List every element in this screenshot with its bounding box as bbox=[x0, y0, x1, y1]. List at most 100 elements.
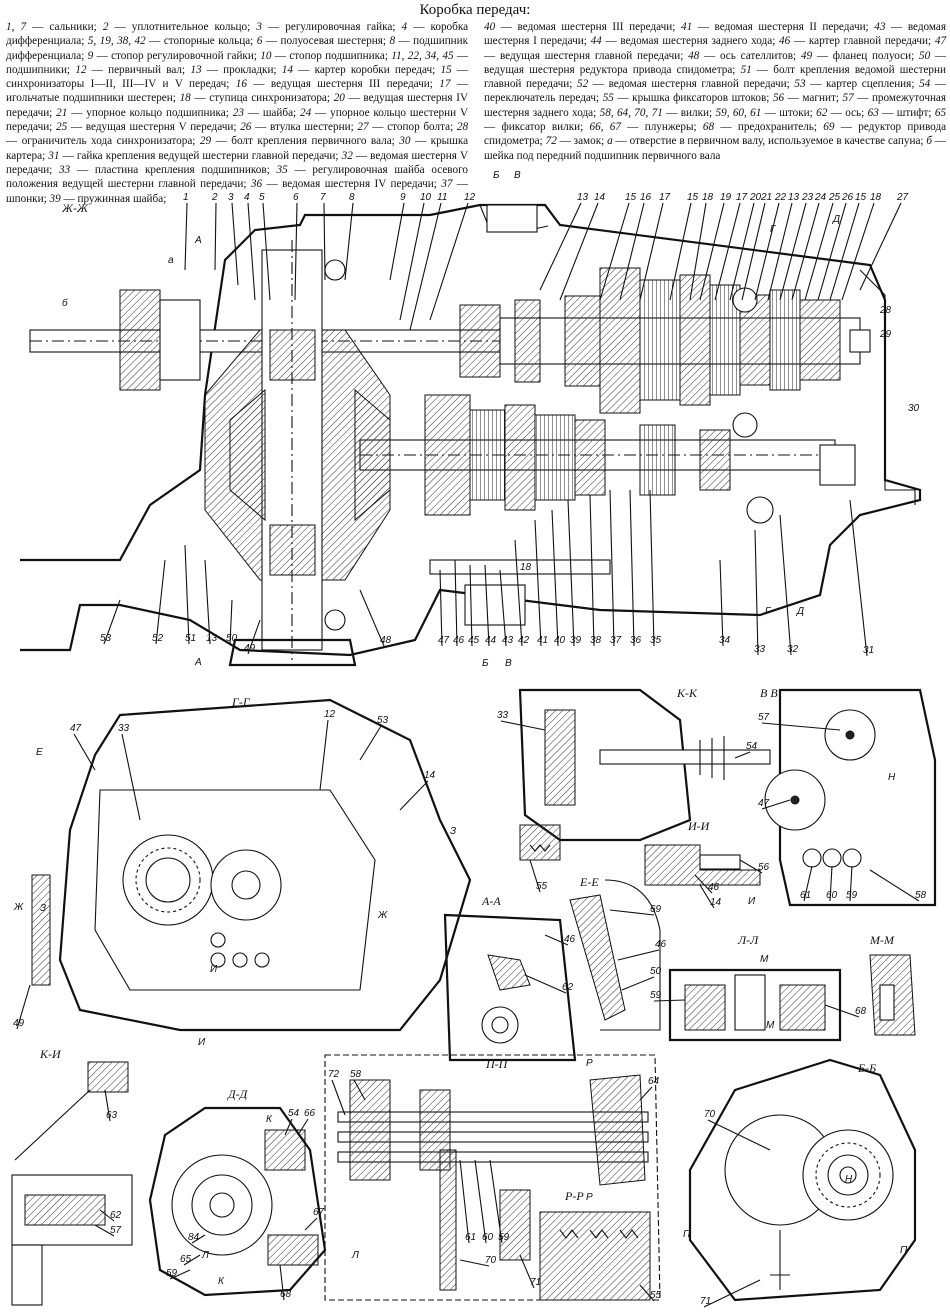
leader-line bbox=[849, 499, 868, 657]
legend-item-number: 18 bbox=[179, 92, 191, 105]
svg-text:б: б bbox=[62, 297, 68, 309]
callout-label: 32 bbox=[787, 644, 799, 655]
legend-item: б — шейка под передний подшипник первичн… bbox=[484, 135, 947, 162]
legend-item-number: 54 bbox=[919, 78, 931, 91]
legend-item-number: 58, 64, 70, 71 bbox=[599, 106, 663, 119]
legend-item: 39 — пружинная шайба; bbox=[49, 192, 167, 205]
callout-label: 18 bbox=[702, 192, 714, 203]
section-m-m-view: М-М bbox=[869, 933, 916, 1036]
legend-item: 27 — стопор болта; bbox=[357, 121, 454, 134]
leader-line bbox=[544, 934, 569, 946]
legend-item-number: 33 bbox=[59, 163, 71, 176]
legend-item: 20 — ведущая шестерня IV передачи; bbox=[6, 92, 469, 119]
svg-text:В: В bbox=[514, 170, 521, 181]
legend-item-number: 4 bbox=[401, 21, 408, 33]
legend-left-column: 1, 7 — сальники; 2 — уплотнительное коль… bbox=[6, 20, 468, 206]
legend-item-number: 37 bbox=[441, 178, 453, 191]
legend-item-number: 39 bbox=[49, 192, 61, 205]
leader-line bbox=[459, 1159, 470, 1244]
callout-label: 2 bbox=[211, 192, 218, 203]
callout-label: Ж bbox=[13, 902, 24, 913]
callout-label: 14 bbox=[710, 897, 722, 908]
leader-line bbox=[169, 1269, 191, 1280]
leader-line bbox=[734, 751, 751, 759]
leader-line bbox=[767, 202, 793, 301]
callout-label: 72 bbox=[328, 1069, 340, 1080]
legend-item: 54 — переключатель передач; bbox=[484, 78, 947, 105]
leader-line bbox=[567, 499, 575, 647]
leader-line bbox=[484, 564, 490, 647]
leader-line bbox=[779, 202, 807, 301]
callout-label: 26 bbox=[841, 192, 854, 203]
legend-item: 66, 67 — плунжеры; bbox=[589, 121, 697, 134]
leader-line bbox=[529, 859, 541, 893]
legend-item: 68 — предохранитель; bbox=[702, 121, 818, 134]
callout-label: 8 bbox=[349, 192, 355, 203]
leader-line bbox=[247, 202, 256, 301]
legend-item: 14 — картер коробки передач; bbox=[281, 63, 436, 76]
leader-line bbox=[669, 202, 692, 301]
callout-label: 57 bbox=[110, 1225, 122, 1236]
legend-item-text: коробка дифференциала; bbox=[6, 21, 469, 48]
leader-line bbox=[539, 202, 582, 291]
callout-label: 33 bbox=[118, 723, 130, 734]
legend-item-text: редуктор привода спидометра; bbox=[484, 121, 947, 148]
leader-line bbox=[761, 722, 841, 731]
legend-item: 47 — ведущая шестерня главной передачи; bbox=[484, 35, 947, 62]
legend-item: 69 — редуктор привода спидометра; bbox=[484, 121, 947, 148]
callout-label: 43 bbox=[502, 635, 514, 646]
leader-line bbox=[534, 519, 542, 647]
legend-item-number: 9 bbox=[87, 49, 94, 62]
legend-item: 32 — ведомая шестерня V передачи; bbox=[6, 149, 469, 176]
callout-label: 4 bbox=[244, 192, 250, 203]
legend-item-number: 46 bbox=[779, 35, 791, 48]
callout-label: 45 bbox=[468, 635, 480, 646]
leader-line bbox=[489, 1159, 503, 1244]
legend-item-number: 16 bbox=[235, 78, 247, 91]
callout-label: 59 bbox=[650, 990, 662, 1001]
legend-item-number: 20 bbox=[333, 92, 345, 105]
callout-label: 62 bbox=[562, 982, 574, 993]
legend-item-number: 8 bbox=[389, 35, 396, 48]
legend-item-text: болт крепления первичного вала; bbox=[231, 135, 395, 148]
leader-line bbox=[621, 976, 655, 991]
legend-item-text: стопор болта; bbox=[387, 121, 454, 134]
callout-label: 39 bbox=[570, 635, 582, 646]
section-label-ee: Е-Е bbox=[579, 875, 599, 889]
leader-line bbox=[694, 874, 713, 894]
callout-label: 58 bbox=[915, 890, 927, 901]
leader-line bbox=[817, 202, 847, 301]
callout-label: 5 bbox=[259, 192, 265, 203]
callout-label: 66 bbox=[304, 1108, 316, 1119]
legend-item-text: болт крепления ведомой шестерни главной … bbox=[484, 63, 946, 91]
leader-line bbox=[699, 202, 725, 301]
legend-item-text: крышка фиксаторов штоков; bbox=[632, 92, 770, 105]
legend-item-text: штифт; bbox=[896, 106, 932, 119]
legend-item: 33 — пластина крепления подшипников; bbox=[59, 163, 270, 176]
legend-item-number: 25 bbox=[56, 121, 68, 134]
legend-item: 5, 19, 38, 42 — стопорные кольца; bbox=[87, 35, 254, 48]
callout-label: 6 bbox=[293, 192, 299, 203]
legend-item-text: гайка крепления ведущей шестерни главной… bbox=[76, 149, 339, 162]
legend-item-text: шайба; bbox=[262, 106, 297, 119]
leader-line bbox=[829, 202, 860, 301]
legend-item-text: переключатель передач; bbox=[484, 92, 600, 105]
legend-item: 48 — ось сателлитов; bbox=[688, 49, 797, 62]
legend-item-number: 66, 67 bbox=[589, 121, 621, 134]
legend-item: 41 — ведомая шестерня II передачи; bbox=[681, 21, 869, 33]
legend-item-number: 13 bbox=[190, 63, 202, 76]
section-label-mm: М-М bbox=[869, 933, 895, 947]
section-label-kk: К-К bbox=[676, 686, 698, 700]
callout-label: М bbox=[766, 1020, 775, 1031]
callout-label: 63 bbox=[106, 1110, 118, 1121]
callout-label: 46 bbox=[708, 882, 720, 893]
section-r-r-view: Р-Р 55 bbox=[539, 1189, 662, 1302]
leader-line bbox=[719, 559, 724, 647]
leader-line bbox=[791, 202, 820, 301]
leader-line bbox=[284, 1118, 293, 1136]
legend-item-number: 21 bbox=[56, 106, 68, 119]
